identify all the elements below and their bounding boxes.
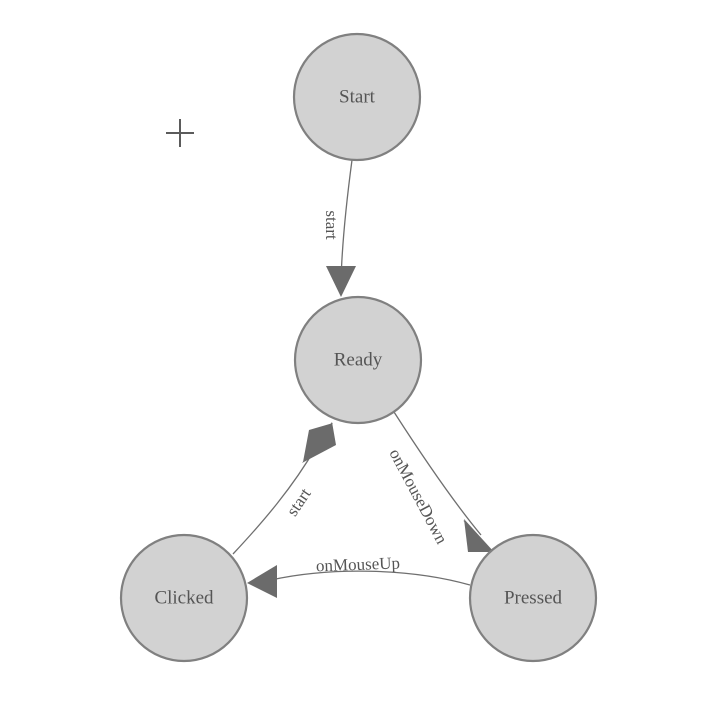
node-label-pressed: Pressed xyxy=(504,587,563,608)
edge-path-pressed-to-clicked[interactable] xyxy=(270,570,471,586)
node-label-ready: Ready xyxy=(334,349,383,370)
edge-path-clicked-to-ready[interactable] xyxy=(232,446,317,555)
edge-path-ready-to-pressed[interactable] xyxy=(393,411,482,536)
node-label-start: Start xyxy=(339,86,376,107)
arrowhead-into-ready-bottom-body xyxy=(302,422,336,463)
edge-start-to-ready[interactable]: start xyxy=(322,159,356,297)
edge-path-start-to-ready[interactable] xyxy=(340,159,353,282)
crosshair-cursor-icon xyxy=(166,119,194,147)
node-circle-start[interactable] xyxy=(292,32,422,162)
node-circle-ready[interactable] xyxy=(293,295,423,425)
edge-label-start-to-ready: start xyxy=(322,210,341,240)
arrowhead-into-ready-top xyxy=(326,266,356,297)
node-clicked[interactable]: Clicked xyxy=(119,533,249,663)
edge-ready-to-pressed[interactable]: onMouseDown xyxy=(385,411,494,552)
node-start[interactable]: Start xyxy=(292,32,422,162)
node-pressed[interactable]: Pressed xyxy=(468,533,598,663)
node-ready[interactable]: Ready xyxy=(293,295,423,425)
edge-label-pressed-to-clicked: onMouseUp xyxy=(316,553,401,575)
node-circle-clicked[interactable] xyxy=(119,533,249,663)
arrowhead-into-clicked xyxy=(247,565,277,598)
arrowhead-into-pressed-body xyxy=(464,519,494,552)
edge-clicked-to-ready[interactable]: start xyxy=(232,422,336,555)
node-circle-pressed[interactable] xyxy=(468,533,598,663)
edge-label-ready-to-pressed: onMouseDown xyxy=(385,446,451,548)
edge-pressed-to-clicked[interactable]: onMouseUp xyxy=(247,553,471,598)
node-label-clicked: Clicked xyxy=(154,587,214,608)
